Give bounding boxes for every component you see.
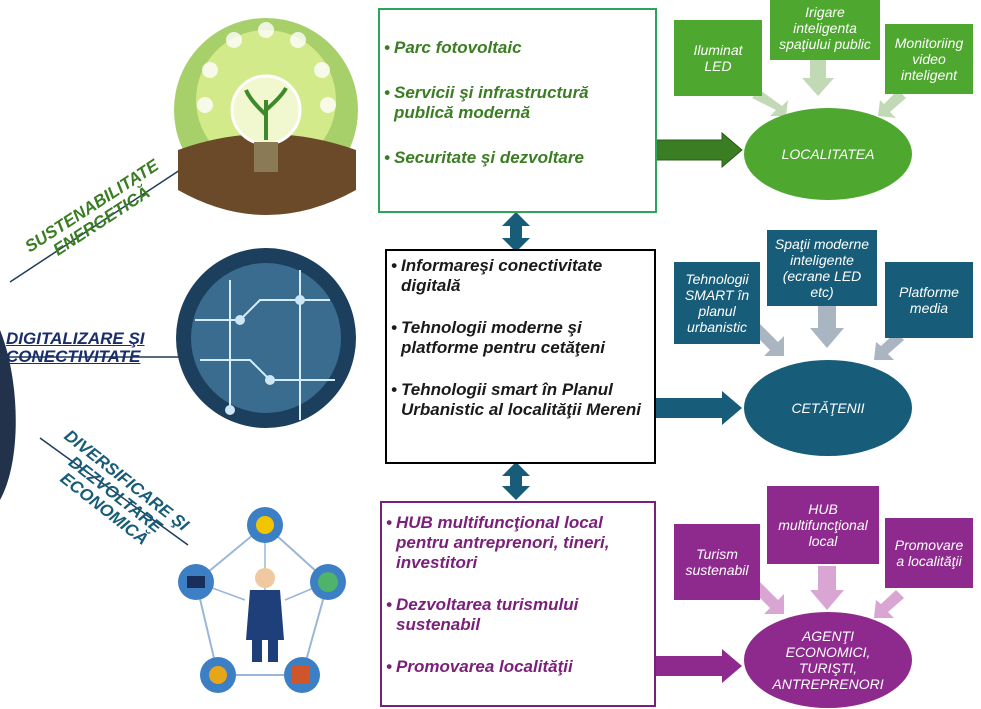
green-item-3: •Securitate şi dezvoltare: [384, 148, 584, 167]
bubble-iluminat-led: Iluminat LED: [674, 20, 762, 96]
target-cetatenii: CETĂŢENII: [744, 360, 912, 456]
arrow-to-localitatea: [653, 131, 743, 169]
economic-line: [39, 437, 189, 546]
bubble-promovare: Promovare a localităţii: [885, 518, 973, 588]
left-edge-photo: [0, 330, 16, 500]
purple-item-3: •Promovarea localităţii: [386, 657, 573, 676]
blue-item-3: •Tehnologii smart în Planul Urbanistic a…: [391, 380, 641, 419]
label-digital: DIGITALIZARE ŞI CONECTIVITATE: [6, 329, 145, 366]
blue-section-box: •Informareşi conectivitate digitală •Teh…: [385, 249, 656, 464]
bubble-hub: HUB multifuncţional local: [767, 486, 879, 564]
economic-network-image: [178, 507, 346, 693]
green-item-2: •Servicii şi infrastructură publică mode…: [384, 83, 589, 122]
arrow-to-agenti: [654, 649, 742, 683]
bubble-turism: Turism sustenabil: [674, 524, 760, 600]
purple-section-box: •HUB multifuncţional local pentru antrep…: [380, 501, 656, 707]
green-item-1: •Parc fotovoltaic: [384, 38, 522, 57]
green-section-box: •Parc fotovoltaic •Servicii şi infrastru…: [378, 8, 657, 213]
arrow-to-cetatenii: [654, 391, 742, 425]
sustainability-line: [9, 167, 184, 283]
blue-item-1: •Informareşi conectivitate digitală: [391, 256, 603, 295]
bubble-monitoring: Monitoriing video inteligent: [885, 24, 973, 94]
blue-item-2: •Tehnologii moderne şi platforme pentru …: [391, 318, 606, 357]
target-localitatea: LOCALITATEA: [744, 108, 912, 200]
connector-arrows: [502, 212, 530, 500]
bubble-spatii-moderne: Spaţii moderne inteligente (ecrane LED e…: [767, 230, 877, 306]
purple-item-2: •Dezvoltarea turismului sustenabil: [386, 595, 579, 634]
bubble-platforme-media: Platforme media: [885, 262, 973, 338]
bubble-tehnologii-smart: Tehnologii SMART în planul urbanistic: [674, 262, 760, 344]
target-agenti: AGENŢI ECONOMICI, TURIŞTI, ANTREPRENORI: [744, 612, 912, 708]
bubble-irigare: Irigare inteligenta spaţiului public: [770, 0, 880, 60]
purple-item-1: •HUB multifuncţional local pentru antrep…: [386, 513, 610, 572]
